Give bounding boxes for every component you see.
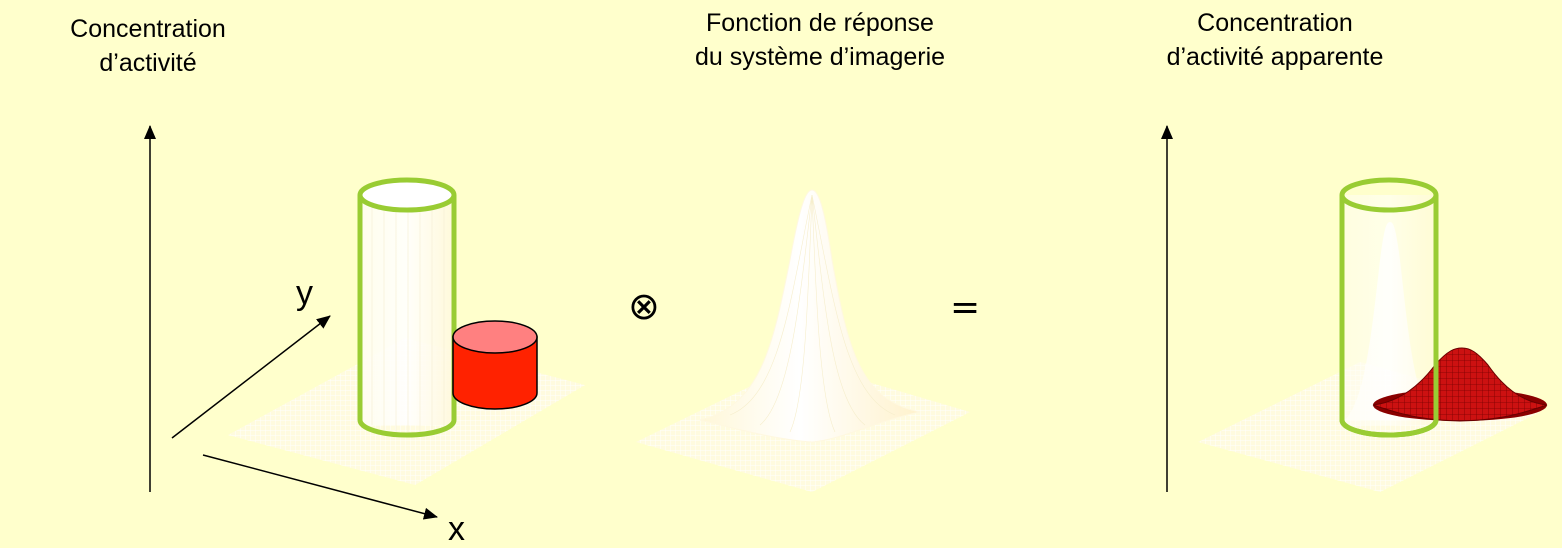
psf-mesh-lines bbox=[729, 194, 896, 433]
middle-title-line-2: du système d’imagerie bbox=[694, 43, 946, 71]
x-axis-arrow bbox=[202, 454, 438, 520]
psf-gaussian-peak bbox=[699, 189, 921, 443]
red-cylinder bbox=[452, 320, 538, 410]
result-cylinder-front-edge bbox=[1339, 360, 1439, 438]
right-title-line-2: d’activité apparente bbox=[1166, 43, 1384, 71]
left-title: Concentration d’activité bbox=[28, 12, 268, 80]
middle-panel bbox=[636, 189, 970, 492]
middle-title-line-1: Fonction de réponse bbox=[706, 9, 934, 37]
left-title-line-1: Concentration bbox=[70, 15, 226, 43]
axis-x-label: x bbox=[448, 510, 465, 548]
right-panel bbox=[1161, 125, 1548, 492]
right-title: Concentration d’activité apparente bbox=[1100, 6, 1450, 74]
y-axis-arrow bbox=[171, 315, 331, 439]
activity-cylinder bbox=[357, 177, 457, 438]
equals-operator: = bbox=[950, 287, 981, 328]
right-title-line-1: Concentration bbox=[1197, 9, 1353, 37]
left-title-line-2: d’activité bbox=[99, 49, 197, 77]
middle-title: Fonction de réponse du système d’imageri… bbox=[630, 6, 1010, 74]
left-panel bbox=[144, 125, 585, 520]
convolution-operator: ⊗ bbox=[628, 284, 660, 328]
axis-y-label: y bbox=[296, 274, 313, 312]
